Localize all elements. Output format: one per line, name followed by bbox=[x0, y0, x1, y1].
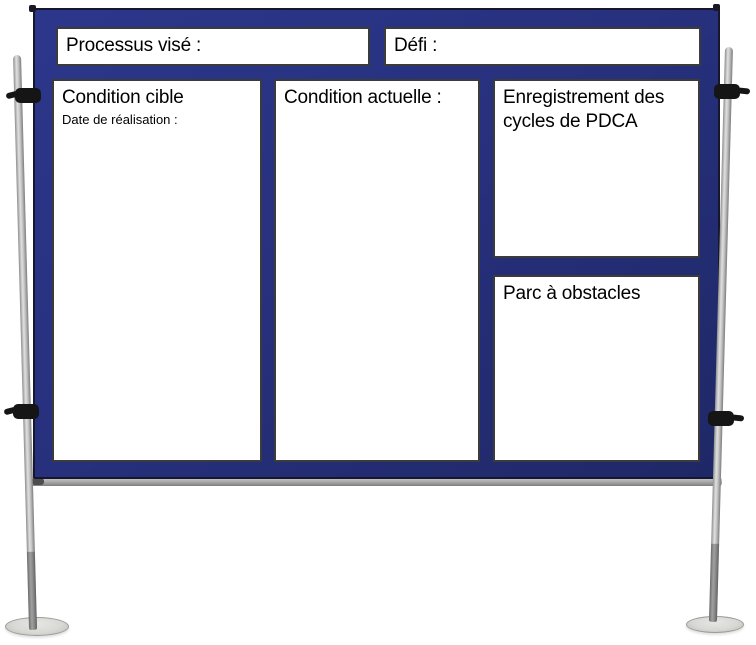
panel-parc-obstacles: Parc à obstacles bbox=[493, 275, 700, 462]
enregistrement-pdca-title: Enregistrement des cycles de PDCA bbox=[503, 87, 665, 132]
panel-processus-vise: Processus visé : bbox=[56, 27, 370, 66]
panel-condition-actuelle: Condition actuelle : bbox=[274, 79, 480, 462]
panel-condition-cible: Condition cible Date de réalisation : bbox=[52, 79, 262, 462]
defi-label: Défi : bbox=[394, 35, 438, 56]
processus-vise-label: Processus visé : bbox=[66, 35, 202, 56]
condition-cible-title: Condition cible bbox=[62, 87, 184, 108]
board-bottom-rail bbox=[30, 477, 722, 486]
panel-enregistrement-pdca: Enregistrement des cycles de PDCA bbox=[493, 79, 700, 258]
kata-board-frame: Processus visé : Défi : Condition cible … bbox=[33, 8, 720, 479]
panel-defi: Défi : bbox=[384, 27, 701, 66]
parc-obstacles-title: Parc à obstacles bbox=[503, 283, 641, 304]
clamp-top-left bbox=[15, 88, 41, 103]
condition-actuelle-title: Condition actuelle : bbox=[284, 87, 442, 108]
date-realisation-label: Date de réalisation : bbox=[62, 111, 178, 127]
stand-base-left bbox=[5, 617, 69, 636]
clamp-top-right bbox=[714, 84, 740, 99]
frame-corner-left bbox=[29, 5, 36, 12]
clamp-bottom-right bbox=[708, 411, 734, 426]
frame-corner-right bbox=[713, 4, 720, 11]
clamp-bottom-left bbox=[13, 404, 39, 419]
